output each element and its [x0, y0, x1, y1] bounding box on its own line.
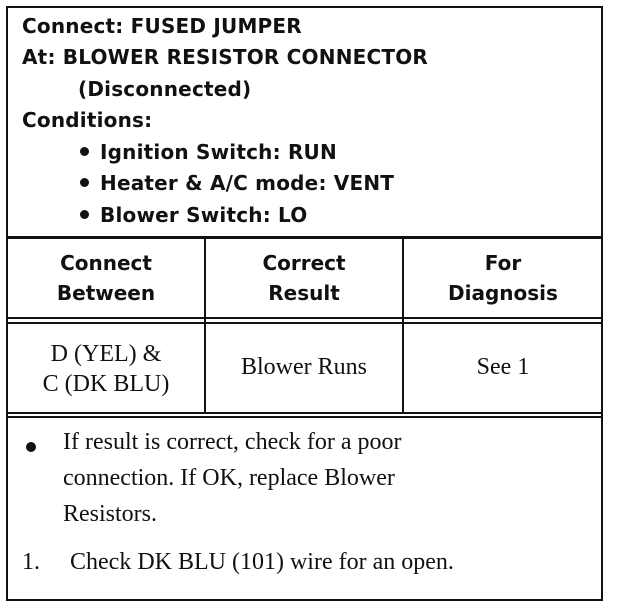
diagnostic-card: Connect: FUSED JUMPER At: BLOWER RESISTO… — [6, 6, 603, 601]
step-text: Check DK BLU (101) wire for an open. — [70, 549, 454, 575]
header-connect-between: Connect Between — [8, 248, 204, 308]
cell-for-diagnosis: See 1 — [476, 354, 530, 380]
note-line: If result is correct, check for a poor — [63, 429, 402, 455]
step-number: 1. — [22, 549, 40, 575]
header-for-diagnosis: For Diagnosis — [404, 248, 602, 308]
cell-text: C (DK BLU) — [42, 371, 170, 397]
table-top-rule — [8, 236, 601, 239]
header-text: Between — [56, 281, 156, 305]
cell-correct-result: Blower Runs — [241, 354, 367, 380]
conditions-label: Conditions: — [22, 108, 153, 132]
note-line: connection. If OK, replace Blower — [63, 465, 395, 491]
at-line: At: BLOWER RESISTOR CONNECTOR — [22, 45, 429, 69]
header-rule-1 — [8, 317, 601, 319]
header-text: Connect — [60, 251, 152, 275]
at-note: (Disconnected) — [78, 77, 252, 101]
cell-connect-between: D (YEL) & C (DK BLU) — [8, 339, 204, 399]
bullet-dot — [26, 442, 36, 452]
header-text: For — [484, 251, 522, 275]
cell-text: D (YEL) & — [50, 341, 162, 367]
header-text: Diagnosis — [448, 281, 558, 305]
column-divider — [402, 238, 404, 414]
column-divider — [204, 238, 206, 414]
header-text: Result — [268, 281, 340, 305]
condition-item: Ignition Switch: RUN — [80, 137, 337, 168]
condition-item: Heater & A/C mode: VENT — [80, 168, 394, 199]
table-bottom-rule-1 — [8, 412, 601, 414]
header-rule-2 — [8, 322, 601, 324]
connect-line: Connect: FUSED JUMPER — [22, 14, 302, 38]
test-conditions: Connect: FUSED JUMPER At: BLOWER RESISTO… — [8, 8, 601, 240]
header-text: Correct — [262, 251, 346, 275]
condition-item: Blower Switch: LO — [80, 200, 308, 231]
table-bottom-rule-2 — [8, 416, 601, 418]
note-line: Resistors. — [63, 501, 158, 527]
header-correct-result: Correct Result — [206, 248, 402, 308]
